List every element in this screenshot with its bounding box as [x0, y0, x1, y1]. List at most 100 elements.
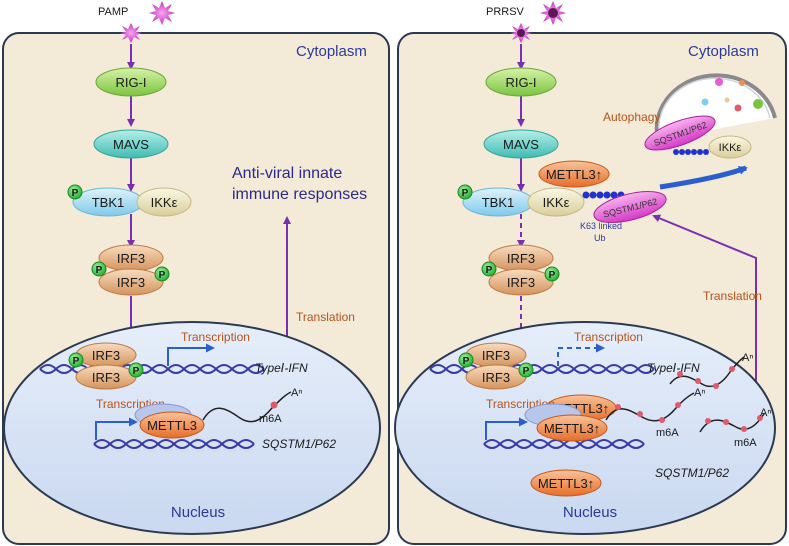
left-nuc-phospho-2 [128, 362, 144, 378]
left-mrna [202, 391, 292, 423]
right-mrna-1-m6a-sites [615, 402, 681, 423]
left-nuc-irf3-bottom-label: IRF3 [92, 370, 120, 385]
left-mavs-label: MAVS [113, 137, 149, 152]
left-tbk1-label: TBK1 [92, 195, 125, 210]
right-polya-3: Aⁿ [760, 407, 771, 419]
right-mettl3-nuc-bottom-label: METTL3↑ [538, 476, 594, 491]
right-mrna-3-m6a-sites [705, 415, 763, 432]
right-irf3-top-label: IRF3 [507, 251, 535, 266]
right-ifn-gene-label: TypeⅠ-IFN [647, 361, 700, 375]
left-rig-node [95, 67, 167, 97]
right-autophagy-label: Autophagy [603, 110, 660, 124]
left-irf3-top-label: IRF3 [117, 251, 145, 266]
auto-p62-node [644, 115, 716, 151]
right-irf3-phospho-2 [544, 266, 560, 282]
right-p62-node [593, 191, 667, 223]
left-nucleus-label: Nucleus [171, 504, 225, 521]
right-nuc-irf3-bottom-label: IRF3 [482, 370, 510, 385]
right-irf3-phospho-1 [481, 261, 497, 277]
left-irf3-phospho-2-label: P [159, 270, 166, 281]
left-nuc-phospho-1-label: P [73, 356, 80, 367]
right-p62-gene-label: SQSTM1/P62 [655, 466, 729, 480]
left-p62-gene-label: SQSTM1/P62 [262, 437, 336, 451]
right-tbk1-label: TBK1 [482, 195, 515, 210]
left-rig-label: RIG-I [115, 75, 146, 90]
right-nuc-phospho-2-label: P [523, 366, 530, 377]
right-m6a-label-1: m6A [656, 427, 679, 439]
auto-ikke-label: IKKε [719, 142, 742, 154]
right-ikke-node [527, 187, 585, 217]
left-irf3-phospho-1 [91, 261, 107, 277]
right-ub-chain [582, 191, 625, 199]
right-nuc-phospho-1-label: P [463, 356, 470, 367]
right-cytoplasm-label: Cytoplasm [688, 43, 759, 60]
left-mettl3-node [139, 411, 205, 439]
left-p62-dna-strand-2 [93, 439, 255, 449]
left-pamp-icon [149, 1, 175, 25]
right-prrsv-receptor-icon [510, 23, 532, 43]
left-pamp-label: PAMP [98, 6, 128, 18]
right-nuc-phospho-1 [458, 352, 474, 368]
right-p62-transcription-arrow [485, 417, 528, 440]
left-ikke-label: IKKε [151, 195, 178, 210]
right-mavs-label: MAVS [503, 137, 539, 152]
right-nuc-irf3-top-label: IRF3 [482, 348, 510, 363]
right-m6a-label-2: m6A [734, 437, 757, 449]
right-polya-2: Aⁿ [742, 352, 753, 364]
right-irf3-bottom [488, 268, 554, 296]
right-ikke-label: IKKε [543, 195, 570, 210]
left-tbk1-phospho [67, 184, 83, 200]
right-ifn-transcription-arrow-dashed [557, 343, 605, 366]
right-tbk1-phospho-label: P [462, 188, 469, 199]
left-nuc-phospho-1 [68, 352, 84, 368]
left-irf3-bottom [98, 268, 164, 296]
right-irf3-phospho-1-label: P [486, 265, 493, 276]
right-mettl3-nuc-mid-label: METTL3↑ [544, 421, 600, 436]
right-k63-line-2: Ub [594, 233, 606, 243]
left-pamp-receptor-icon [120, 23, 142, 43]
right-mavs-node [483, 129, 559, 159]
left-response-line-2: immune responses [232, 186, 367, 203]
right-mettl3-nuc-mid [536, 414, 608, 442]
right-rig-node [485, 67, 557, 97]
right-mrna-2-m6a-sites [677, 366, 735, 389]
left-ifn-dna-strand-2 [39, 364, 265, 374]
left-ikke-node [136, 187, 192, 217]
left-ifn-transcription-arrow [167, 343, 215, 366]
left-m6a-label: m6A [259, 413, 282, 425]
left-ifn-gene-label: TypeⅠ-IFN [255, 361, 308, 375]
right-ifn-dna-strand-2 [429, 364, 655, 374]
right-rig-label: RIG-I [505, 75, 536, 90]
left-response-line-1: Anti-viral innate [232, 165, 342, 182]
right-p62-dna-strand-2 [483, 439, 645, 449]
right-panel: PRRSV Cytoplasm RIG-I MAVS METTL3↑ TBK1 … [394, 1, 787, 545]
right-irf3-bottom-label: IRF3 [507, 275, 535, 290]
left-mettl3-label: METTL3 [147, 418, 197, 433]
right-prrsv-icon [540, 1, 566, 25]
right-nuc-phospho-2 [518, 362, 534, 378]
right-ifn-transcription-label: Transcription [574, 330, 643, 344]
left-translation-label: Translation [296, 310, 355, 324]
left-panel: PAMP Cytoplasm RIG-I MAVS TBK1 IKKε P IR… [2, 1, 390, 545]
left-tbk1-phospho-label: P [72, 188, 79, 199]
right-k63-line-1: K63 linked [580, 221, 622, 231]
right-mettl3-nuc-bottom [530, 469, 602, 497]
left-m6a-site [270, 401, 278, 409]
left-nuc-phospho-2-label: P [133, 366, 140, 377]
right-prrsv-label: PRRSV [486, 6, 525, 18]
right-mettl3-cyto-node [538, 160, 610, 188]
r-arrow-translation [652, 214, 757, 383]
left-mavs-node [93, 129, 169, 159]
left-nuc-irf3-top-label: IRF3 [92, 348, 120, 363]
left-irf3-phospho-1-label: P [96, 265, 103, 276]
right-polya-1: Aⁿ [694, 387, 705, 399]
right-tbk1-phospho [457, 184, 473, 200]
left-cytoplasm-label: Cytoplasm [296, 43, 367, 60]
autophagy-flow-arrow [659, 165, 748, 190]
right-translation-label: Translation [703, 289, 762, 303]
auto-ub-chain [673, 149, 709, 155]
left-polya-label: Aⁿ [291, 387, 302, 399]
left-ifn-transcription-label: Transcription [181, 330, 250, 344]
right-irf3-phospho-2-label: P [549, 270, 556, 281]
